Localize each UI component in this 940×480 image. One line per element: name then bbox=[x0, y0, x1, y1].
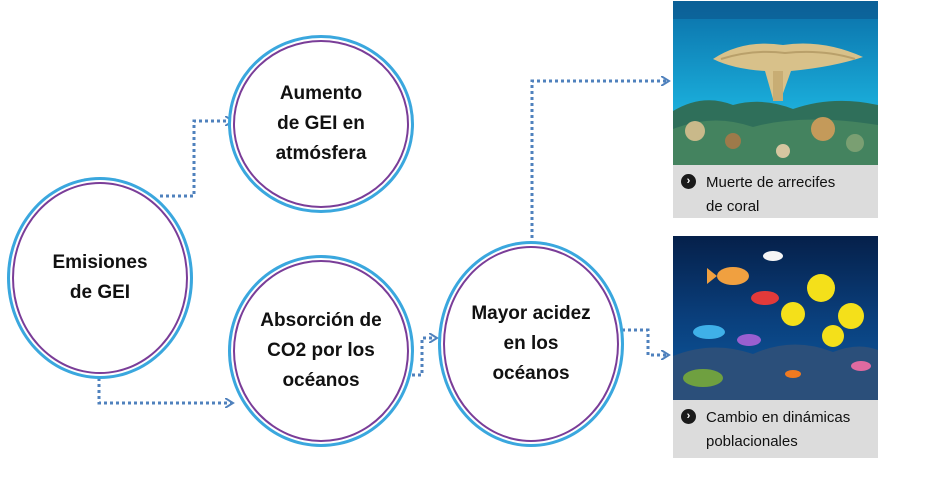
coral-caption-text: Muerte de arrecifes de coral bbox=[706, 174, 836, 215]
connector-acidez-fish bbox=[622, 328, 668, 355]
node-aumento: Aumento de GEI en atmósfera bbox=[233, 40, 409, 208]
fish-caption: › Cambio en dinámicas poblacionales bbox=[673, 400, 878, 458]
connector-acidez-coral bbox=[530, 81, 668, 238]
coral-caption: › Muerte de arrecifes de coral bbox=[673, 165, 878, 218]
connector-absorcion-acidez bbox=[406, 338, 436, 377]
node-acidez-label: Mayor acidez en los océanos bbox=[471, 303, 591, 384]
reef-fish-photo bbox=[673, 236, 878, 400]
node-absorcion-label: Absorción de CO2 por los océanos bbox=[260, 310, 382, 391]
node-absorcion: Absorción de CO2 por los océanos bbox=[233, 260, 409, 442]
node-aumento-label: Aumento de GEI en atmósfera bbox=[275, 83, 367, 164]
panel-coral: › Muerte de arrecifes de coral bbox=[673, 1, 878, 218]
panel-fish: › Cambio en dinámicas poblacionales bbox=[673, 236, 878, 458]
node-emisiones-label: Emisiones de GEI bbox=[52, 252, 148, 303]
chevron-right-circle-icon: › bbox=[681, 409, 696, 424]
fish-caption-text: Cambio en dinámicas poblacionales bbox=[706, 409, 851, 450]
connector-emisiones-absorcion bbox=[97, 372, 232, 403]
node-emisiones: Emisiones de GEI bbox=[12, 182, 188, 374]
connector-emisiones-aumento bbox=[160, 121, 232, 198]
chevron-right-circle-icon: › bbox=[681, 174, 696, 189]
coral-reef-photo bbox=[673, 1, 878, 165]
node-acidez: Mayor acidez en los océanos bbox=[443, 246, 619, 442]
